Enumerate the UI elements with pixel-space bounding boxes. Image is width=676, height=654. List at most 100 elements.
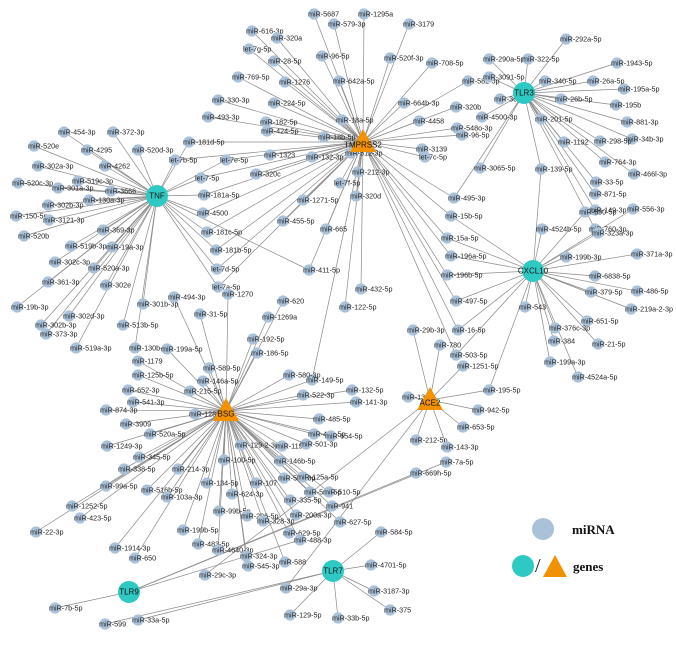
edge-miR-196b-5p-TMPRSS2 — [362, 141, 448, 276]
mirna-node: miR-764-3p — [599, 156, 637, 168]
mirna-node-label: miR-588 — [279, 558, 306, 567]
mirna-node-circle — [549, 322, 561, 334]
mirna-node-label: miR-3091-5p — [483, 73, 525, 82]
mirna-node-circle — [587, 75, 599, 87]
edge-miR-96-5p-TMPRSS2 — [321, 55, 364, 143]
mirna-node: miR-373-3p — [40, 328, 78, 340]
edge-miR-664b-3p-TMPRSS2 — [362, 102, 405, 143]
edge-miR-15b-5p-CXCL10 — [450, 215, 534, 272]
edge-miR-497-5p-CXCL10 — [455, 270, 534, 302]
mirna-node: miR-212-3p — [352, 166, 390, 178]
edge-let-7c-5p-TMPRSS2 — [362, 141, 426, 158]
mirna-node-label: miR-182-5p — [260, 118, 298, 127]
edge-miR-590-5p-CXCL10 — [532, 211, 586, 272]
edge-miR-192-5p-BSG — [225, 338, 254, 412]
edge-miR-125b-5p-BSG — [137, 374, 227, 412]
mirna-node: miR-543 — [519, 301, 546, 313]
mirna-node-circle — [434, 339, 446, 351]
edge-miR-1295a-TMPRSS2 — [362, 13, 365, 143]
legend-mirna-label: miRNA — [572, 522, 615, 537]
edge-miR-503-5p-TMPRSS2 — [362, 141, 457, 356]
edge-miR-599-TLR7 — [104, 570, 334, 625]
edge-miR-141-3p-BSG — [225, 401, 357, 412]
mirna-node: miR-1321 — [402, 391, 433, 403]
mirna-node-label: miR-296-5p — [241, 512, 279, 521]
mirna-node-label: miR-3139 — [416, 145, 447, 154]
mirna-node: miR-501-3p — [300, 438, 338, 450]
edge-miR-519a-3p-TNF — [75, 195, 158, 349]
mirna-node: miR-18a-5p — [336, 114, 374, 126]
mirna-node-label: miR-497-5p — [450, 297, 488, 306]
mirna-node: miR-384 — [548, 335, 575, 347]
mirna-node-circle — [426, 57, 438, 69]
mirna-node-label: miR-512-3p — [345, 149, 383, 158]
edge-miR-580-3p-BSG — [225, 374, 290, 412]
mirna-node-circle — [448, 192, 460, 204]
gene-node-shape — [522, 260, 544, 282]
edge-miR-372-3p-TNF — [112, 131, 158, 197]
edge-miR-497-5p-TMPRSS2 — [362, 141, 457, 302]
edge-let-7a-5p-TMPRSS2 — [217, 141, 364, 288]
mirna-node: miR-7b-5p — [49, 602, 83, 614]
mirna-node-circle — [250, 168, 262, 180]
mirna-node: let-7-5p — [195, 172, 219, 184]
mirna-node-label: miR-29b-3p — [407, 326, 445, 335]
mirna-node: miR-134-5p — [201, 477, 239, 489]
mirna-node-circle — [419, 151, 431, 163]
mirna-node-circle — [398, 97, 410, 109]
mirna-node-circle — [198, 189, 210, 201]
mirna-node-circle — [410, 467, 422, 479]
mirna-node-label: miR-3065-5p — [474, 164, 516, 173]
gene-node-tlr9: TLR9 — [118, 581, 140, 603]
edge-miR-1943-5p-TLR3 — [523, 62, 618, 94]
mirna-node: miR-365-3p — [494, 93, 532, 105]
mirna-node: miR-181a-5p — [198, 189, 240, 201]
mirna-node: miR-520f-3p — [384, 52, 424, 64]
mirna-node-label: miR-132-3p — [306, 153, 344, 162]
mirna-node-circle — [316, 50, 328, 62]
mirna-node-circle — [35, 319, 47, 331]
edge-miR-516b-5p-BSG — [146, 410, 227, 491]
mirna-node-circle — [226, 488, 238, 500]
mirna-node-circle — [410, 434, 422, 446]
mirna-node-circle — [450, 295, 462, 307]
mirna-node: miR-4295 — [81, 144, 112, 156]
mirna-node-label: miR-330-3p — [212, 96, 250, 105]
mirna-node-circle — [297, 389, 309, 401]
edge-miR-199b-5p-BSG — [182, 410, 227, 531]
mirna-node-label: let-7g-5p — [243, 45, 271, 54]
legend: miRNA / genes — [512, 518, 615, 577]
mirna-node: miR-769-5p — [232, 71, 270, 83]
mirna-node-label: miR-199b-5p — [177, 526, 219, 535]
edge-miR-19b-3p-TNF — [16, 195, 158, 308]
mirna-node: miR-411-5p — [303, 264, 340, 276]
mirna-node-circle — [350, 190, 362, 202]
mirna-node-label: miR-4262 — [99, 162, 130, 171]
mirna-node: miR-224-5p — [268, 97, 306, 109]
mirna-node: miR-629-5p — [283, 527, 321, 539]
mirna-node-label: miR-665 — [320, 225, 347, 234]
mirna-node-label: miR-769-5p — [232, 73, 270, 82]
mirna-node-circle — [52, 182, 64, 194]
mirna-node-circle — [99, 160, 111, 172]
gene-node-label: BSG — [218, 410, 235, 419]
mirna-node-label: miR-4701-5p — [365, 561, 407, 570]
mirna-node-circle — [161, 343, 173, 355]
mirna-node-circle — [81, 144, 93, 156]
edge-miR-1249-3p-BSG — [106, 410, 227, 447]
edge-miR-520f-3p-TMPRSS2 — [362, 57, 391, 143]
mirna-node-label: miR-485-5p — [313, 415, 351, 424]
edge-miR-7b-5p-TLR9 — [54, 591, 130, 609]
edge-miR-495-3p-TLR3 — [453, 92, 525, 199]
mirna-node: miR-214-3p — [172, 463, 210, 475]
mirna-node: miR-149-5p — [306, 374, 344, 386]
mirna-node: miR-589-5p — [203, 362, 241, 374]
mirna-node: miR-19b-3p — [11, 301, 49, 313]
mirna-node-label: miR-322-5p — [522, 55, 560, 64]
gene-node-shape — [350, 129, 376, 152]
gene-node-shape — [118, 581, 140, 603]
mirna-node-circle — [589, 270, 601, 282]
mirna-node-circle — [141, 484, 153, 496]
mirna-node-circle — [328, 18, 340, 30]
mirna-node-label: miR-580-3p — [283, 371, 321, 380]
